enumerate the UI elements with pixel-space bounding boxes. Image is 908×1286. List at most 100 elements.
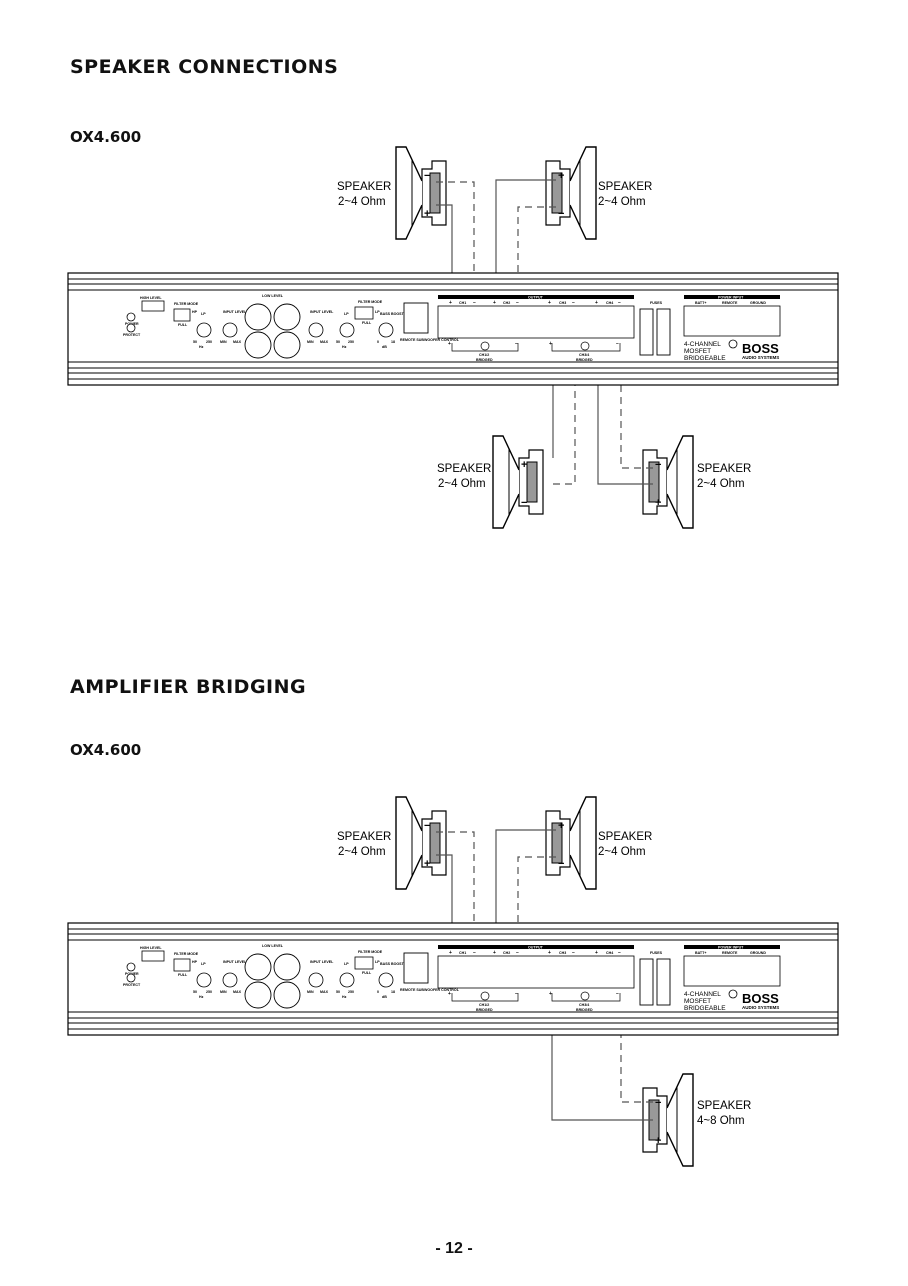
svg-text:CH2: CH2 [503,951,510,955]
svg-text:−: − [572,950,575,956]
remote-sub-jack[interactable] [403,302,429,334]
svg-text:−: − [516,300,519,306]
svg-text:LOW LEVEL: LOW LEVEL [262,944,284,948]
svg-text:PROTECT: PROTECT [123,983,141,987]
input-level-knob[interactable] [308,972,324,988]
svg-text:−: − [572,300,575,306]
model-label: OX4.600 [70,741,142,759]
svg-text:GROUND: GROUND [750,301,766,305]
svg-text:FILTER MODE: FILTER MODE [358,950,383,954]
lp-knob[interactable] [339,972,355,988]
svg-text:0: 0 [377,340,379,344]
remote-sub-jack[interactable] [403,952,429,984]
rca-jack[interactable] [244,953,272,981]
speaker-impedance: 2~4 Ohm [598,846,646,858]
filter-mode-switch[interactable] [173,958,191,972]
speaker-impedance: 2~4 Ohm [338,196,386,208]
bass-boost-knob[interactable] [378,322,394,338]
svg-text:CH4: CH4 [606,951,613,955]
svg-text:FILTER MODE: FILTER MODE [358,300,383,304]
speaker-icon: + − [492,435,544,529]
svg-text:MAX: MAX [233,990,242,994]
power-terminal-block[interactable] [683,305,781,337]
fuse [639,308,654,356]
svg-text:MIN: MIN [220,990,227,994]
power-terminal-block[interactable] [683,955,781,987]
svg-text:−: − [515,341,518,347]
brand-logo: BOSS [742,341,779,356]
svg-text:+: + [655,1135,661,1147]
speaker-icon: − + [395,146,447,240]
speaker-impedance: 2~4 Ohm [438,478,486,490]
rca-jack[interactable] [273,981,301,1009]
bass-boost-knob[interactable] [378,972,394,988]
rca-jack[interactable] [244,331,272,359]
svg-text:LP: LP [375,960,380,964]
svg-text:MAX: MAX [233,340,242,344]
svg-text:BASS BOOST: BASS BOOST [380,312,405,316]
rca-jack[interactable] [273,303,301,331]
speaker-label: SPEAKER [697,1100,751,1112]
svg-text:−: − [655,1097,661,1109]
svg-text:FULL: FULL [178,323,188,327]
lp-knob[interactable] [339,322,355,338]
svg-text:+: + [449,950,452,956]
speaker-impedance: 2~4 Ohm [697,478,745,490]
svg-text:BATT+: BATT+ [695,301,706,305]
svg-text:50: 50 [193,340,197,344]
svg-text:CH2: CH2 [503,301,510,305]
amplifier-panel: HIGH LEVEL POWER PROTECT FILTER MODE HP … [67,922,839,1036]
svg-text:250: 250 [348,340,354,344]
rca-jack[interactable] [244,303,272,331]
svg-text:BRIDGED: BRIDGED [576,1008,593,1012]
svg-text:dB: dB [382,995,387,999]
fuse [639,958,654,1006]
svg-text:LP: LP [201,962,206,966]
svg-text:FILTER MODE: FILTER MODE [174,952,199,956]
svg-text:4-CHANNEL: 4-CHANNEL [684,991,721,998]
brand-logo: BOSS [742,991,779,1006]
svg-text:0: 0 [377,990,379,994]
level-switch[interactable] [141,300,165,312]
svg-text:−: − [515,991,518,997]
svg-text:FULL: FULL [178,973,188,977]
svg-text:CH3: CH3 [559,301,566,305]
svg-text:BRIDGEABLE: BRIDGEABLE [684,355,726,362]
svg-text:HP: HP [192,310,198,314]
input-level-knob[interactable] [222,972,238,988]
fuse [656,958,671,1006]
svg-text:−: − [558,208,564,220]
protect-led [126,323,136,333]
svg-text:MIN: MIN [220,340,227,344]
rca-jack[interactable] [273,953,301,981]
svg-text:−: − [473,950,476,956]
protect-led [126,973,136,983]
led [728,339,738,349]
svg-text:BRIDGED: BRIDGED [476,1008,493,1012]
lp-knob[interactable] [196,322,212,338]
level-switch[interactable] [141,950,165,962]
svg-text:LP: LP [375,310,380,314]
speaker-impedance: 2~4 Ohm [338,846,386,858]
svg-text:PROTECT: PROTECT [123,333,141,337]
svg-text:−: − [521,497,527,509]
svg-text:−: − [616,991,619,997]
speaker-label: SPEAKER [598,181,652,193]
section-heading-amplifier-bridging: AMPLIFIER BRIDGING [70,676,307,698]
svg-text:INPUT LEVEL: INPUT LEVEL [223,310,247,314]
lp-knob[interactable] [196,972,212,988]
input-level-knob[interactable] [308,322,324,338]
svg-text:FULL: FULL [362,321,372,325]
svg-text:50: 50 [336,990,340,994]
input-level-knob[interactable] [222,322,238,338]
filter-mode-switch[interactable] [354,956,374,970]
speaker-label: SPEAKER [437,463,491,475]
rca-jack[interactable] [273,331,301,359]
svg-text:MOSFET: MOSFET [684,348,711,355]
svg-text:−: − [618,950,621,956]
filter-mode-switch[interactable] [354,306,374,320]
svg-text:CH1/2: CH1/2 [479,1003,489,1007]
svg-text:POWER INPUT: POWER INPUT [718,946,744,950]
filter-mode-switch[interactable] [173,308,191,322]
rca-jack[interactable] [244,981,272,1009]
